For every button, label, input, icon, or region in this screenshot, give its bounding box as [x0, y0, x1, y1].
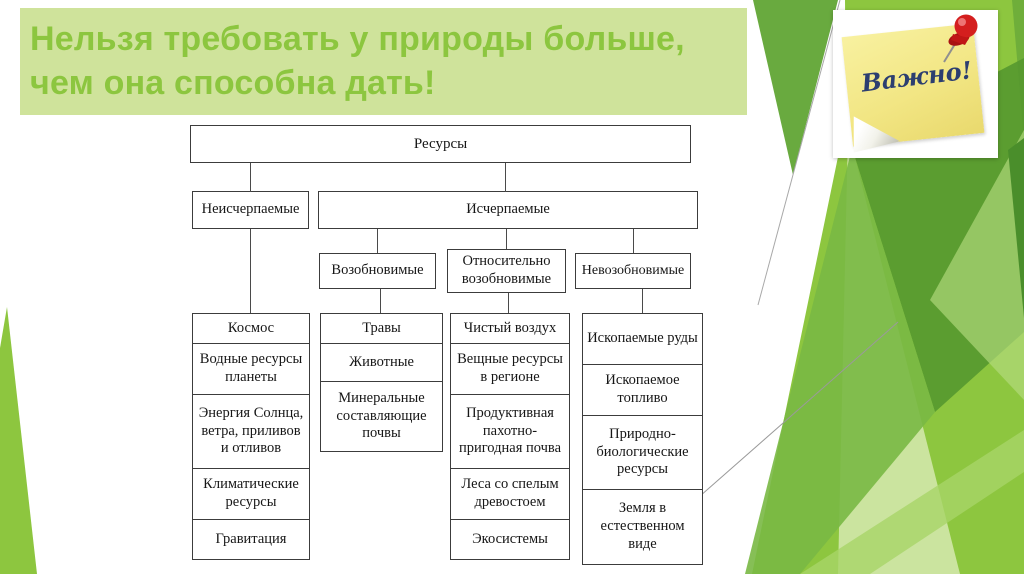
connector-line — [250, 163, 251, 192]
connector-line — [380, 289, 381, 314]
connector-line — [250, 229, 251, 314]
connector-line — [508, 293, 509, 314]
page-curl — [849, 112, 901, 153]
diagram-box-inexhaustible: Неисчерпаемые — [192, 191, 309, 229]
diagram-cell: Земля в естественном виде — [582, 489, 703, 565]
diagram-cell: Леса со спелым древостоем — [450, 468, 570, 520]
diagram-cell: Космос — [192, 313, 310, 344]
connector-line — [642, 289, 643, 314]
diagram-cell: Ископаемые руды — [582, 313, 703, 365]
diagram-cell: Минеральные составляющие почвы — [320, 381, 443, 452]
diagram-cell: Природно-биологические ресурсы — [582, 415, 703, 490]
diagram-cell: Энергия Солнца, ветра, приливов и отливо… — [192, 394, 310, 469]
diagram-column-inexhaustible: Космос Водные ресурсы планеты Энергия Со… — [192, 313, 310, 560]
diagram-column-renewable: Травы Животные Минеральные составляющие … — [320, 313, 443, 452]
diagram-cell: Продуктивная пахотно-пригодная почва — [450, 394, 570, 469]
connector-line — [633, 229, 634, 253]
diagram-cell: Вещные ресурсы в регионе — [450, 343, 570, 395]
connector-line — [506, 229, 507, 249]
slide-title-banner: Нельзя требовать у природы больше, чем о… — [20, 8, 747, 115]
diagram-root-box: Ресурсы — [190, 125, 691, 163]
diagram-cell: Гравитация — [192, 519, 310, 560]
diagram-cell: Ископаемое топливо — [582, 364, 703, 416]
diagram-column-nonrenewable: Ископаемые руды Ископаемое топливо Приро… — [582, 313, 703, 565]
important-note-card: Важно! — [833, 10, 998, 158]
connector-line — [377, 229, 378, 253]
top-right-wedge-shape — [753, 0, 838, 175]
diagram-cell: Климатические ресурсы — [192, 468, 310, 520]
left-wedge-shape — [0, 307, 37, 574]
slide-title: Нельзя требовать у природы больше, чем о… — [30, 19, 685, 102]
diagram-box-exhaustible: Исчерпаемые — [318, 191, 698, 229]
diagram-cell: Животные — [320, 343, 443, 382]
pushpin-icon — [943, 14, 978, 63]
diagram-column-relatively-renewable: Чистый воздух Вещные ресурсы в регионе П… — [450, 313, 570, 560]
diagram-cell: Чистый воздух — [450, 313, 570, 344]
diagram-box-relatively-renewable: Относительно возобновимые — [447, 249, 566, 293]
diagram-cell: Водные ресурсы планеты — [192, 343, 310, 395]
connector-line — [505, 163, 506, 192]
diagram-box-renewable: Возобновимые — [319, 253, 436, 289]
diagram-box-nonrenewable: Невозобновимые — [575, 253, 691, 289]
diagram-cell: Экосистемы — [450, 519, 570, 560]
diagram-cell: Травы — [320, 313, 443, 344]
